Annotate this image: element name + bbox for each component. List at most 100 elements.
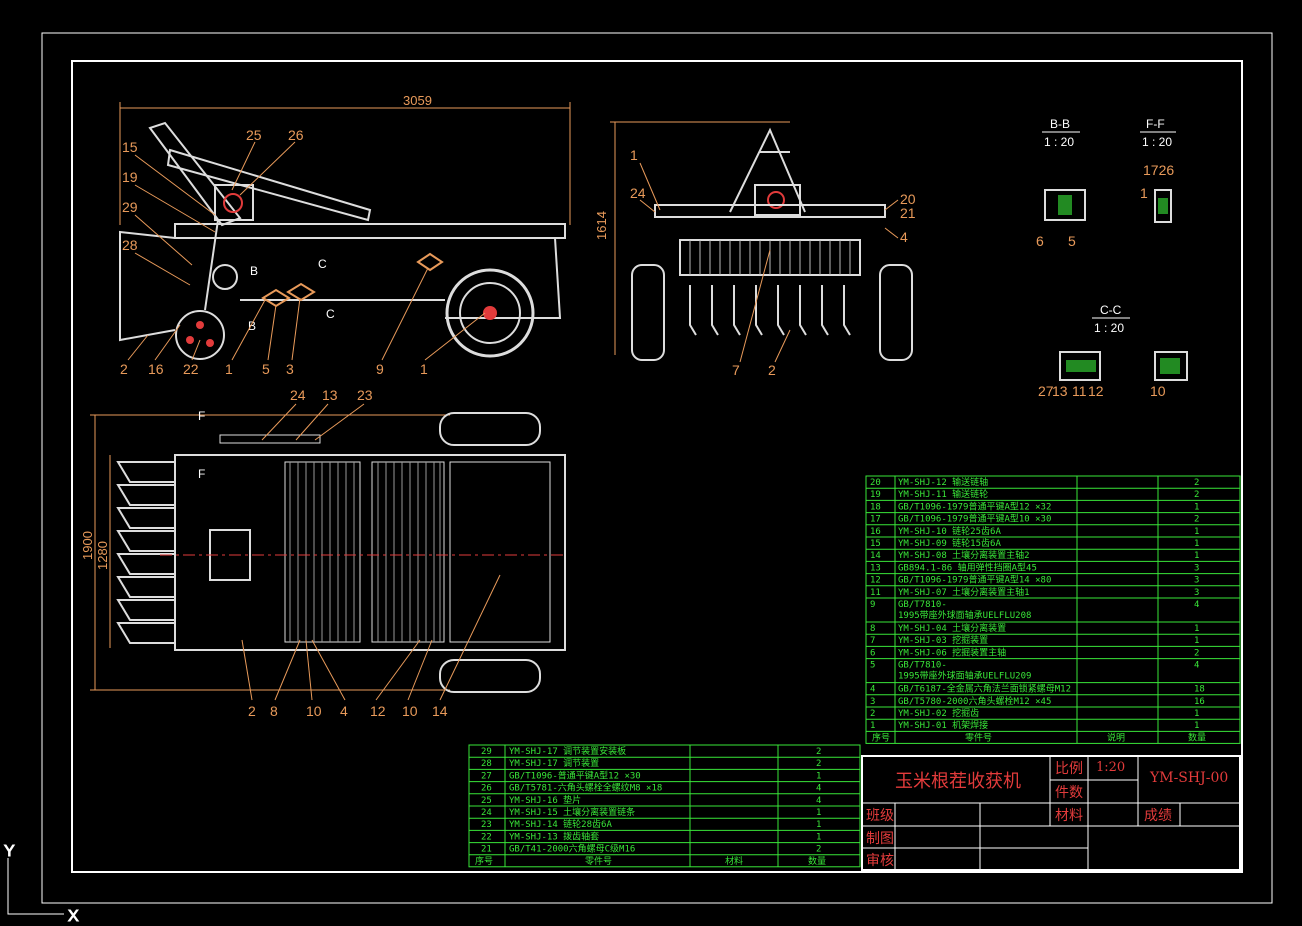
section-cc: C-C 1 : 20 27 13 11 12 10 <box>1038 303 1188 399</box>
bom-row-number: 13 <box>870 563 881 573</box>
bom-row-qty: 3 <box>1194 576 1199 586</box>
bom-row-number: 20 <box>870 478 881 488</box>
bom-row-number: 5 <box>870 661 875 671</box>
bom-row-number: 16 <box>870 527 881 537</box>
bom-row-part: 1995带座外球面轴承UELFLU208 <box>898 609 1031 621</box>
grade-label: 成绩 <box>1144 808 1172 824</box>
callout-top: 13 <box>322 387 338 403</box>
bom-row-qty: 1 <box>1194 551 1199 561</box>
bom-footer-desc: 说明 <box>1107 731 1125 743</box>
callout-bb: 6 <box>1036 233 1044 249</box>
bom-row-part: YM-SHJ-09 链轮15齿6A <box>898 537 1001 549</box>
bom-row-number: 7 <box>870 636 875 646</box>
bom-row-number: 18 <box>870 502 881 512</box>
bom-row-number: 4 <box>870 685 875 695</box>
drawn-label: 制图 <box>866 831 894 847</box>
callout-top: 24 <box>290 387 306 403</box>
bom-row-part: GB/T6187-全金属六角法兰面锁紧螺母M12 <box>898 683 1071 695</box>
bom-row-number: 9 <box>870 600 875 610</box>
bom-row-qty: 16 <box>1194 697 1205 707</box>
bom-row-qty: 2 <box>816 845 821 855</box>
section-ff-title: F-F <box>1146 117 1165 131</box>
material-label: 材料 <box>1055 808 1083 824</box>
callout-top: 8 <box>270 703 278 719</box>
bom-row-number: 29 <box>481 747 492 757</box>
arrow-f-top: F <box>198 409 205 423</box>
callout-top: 2 <box>248 703 256 719</box>
bom-row-number: 26 <box>481 784 492 794</box>
bom-row-part: YM-SHJ-12 输送链轴 <box>898 476 988 488</box>
callout-side: 16 <box>148 361 164 377</box>
callout-cc: 12 <box>1088 383 1104 399</box>
dim-width-outer: 1900 <box>80 531 95 560</box>
bom-row-qty: 1 <box>816 832 821 842</box>
bom-row-number: 17 <box>870 515 881 525</box>
bom-row-qty: 1 <box>816 771 821 781</box>
arrow-c-top: C <box>318 257 327 271</box>
bom-row-part: GB/T5781-六角头螺栓全螺纹M8 ×18 <box>509 782 662 794</box>
section-cc-title: C-C <box>1100 303 1122 317</box>
bom-row-qty: 2 <box>1194 648 1199 658</box>
bom-row-number: 3 <box>870 697 875 707</box>
top-view: 1900 1280 <box>80 387 566 719</box>
bom-row-part: YM-SHJ-16 垫片 <box>509 794 581 806</box>
callout-front: 2 <box>768 362 776 378</box>
callout-cc: 11 <box>1072 383 1087 399</box>
dim-length: 3059 <box>403 93 432 108</box>
callout-front: 4 <box>900 229 908 245</box>
section-bb-title: B-B <box>1050 117 1070 131</box>
bom-row-qty: 1 <box>1194 709 1199 719</box>
bom-footer-qty: 数量 <box>1188 731 1206 743</box>
bom-row-part: YM-SHJ-06 挖掘装置主轴 <box>898 646 1006 658</box>
drawing-title: 玉米根茬收获机 <box>895 771 1021 792</box>
bom-row-part: YM-SHJ-01 机架焊接 <box>898 719 988 731</box>
bom-row-number: 22 <box>481 832 492 842</box>
bom-footer-part: 零件号 <box>585 855 612 867</box>
callout-side: 9 <box>376 361 384 377</box>
ucs-x-label: X <box>68 908 79 925</box>
arrow-f-bottom: F <box>198 467 205 481</box>
bom-row-number: 14 <box>870 551 881 561</box>
callout-side: 19 <box>122 169 138 185</box>
callout-top: 10 <box>402 703 418 719</box>
bom-row-part: GB/T7810- <box>898 661 947 671</box>
bom-footer-number: 序号 <box>872 731 890 743</box>
bom-footer-qty: 数量 <box>808 855 826 867</box>
section-bb: B-B 1 : 20 6 5 <box>1036 117 1086 249</box>
bom-row-qty: 1 <box>1194 721 1199 731</box>
callout-top: 10 <box>306 703 322 719</box>
bom-row-number: 15 <box>870 539 881 549</box>
bom-row-part: GB/T7810- <box>898 600 947 610</box>
bom-row-part: YM-SHJ-13 拨齿轴套 <box>509 830 599 842</box>
dim-width-inner: 1280 <box>95 541 110 570</box>
callout-side: 28 <box>122 237 138 253</box>
bom-row-part: YM-SHJ-17 调节装置安装板 <box>509 745 626 757</box>
outer-border <box>41 32 1273 904</box>
bom-row-qty: 2 <box>816 759 821 769</box>
bom-row-number: 19 <box>870 490 881 500</box>
callout-top: 4 <box>340 703 348 719</box>
arrow-c-bottom: C <box>326 307 335 321</box>
bom-row-part: YM-SHJ-10 链轮25齿6A <box>898 525 1001 537</box>
callout-ff: 1 <box>1140 185 1148 201</box>
ucs-icon: Y X <box>4 843 80 926</box>
bom-row-part: YM-SHJ-08 土壤分离装置主轴2 <box>898 549 1030 561</box>
inner-border <box>71 60 1243 873</box>
bom-row-part: YM-SHJ-15 土壤分离装置链条 <box>509 806 635 818</box>
section-bb-scale: 1 : 20 <box>1044 135 1074 149</box>
section-ff: F-F 1 : 20 1726 1 <box>1140 117 1176 223</box>
bom-row-qty: 1 <box>1194 636 1199 646</box>
callout-front: 24 <box>630 185 646 201</box>
bom-row-number: 1 <box>870 721 875 731</box>
scale-label: 比例 <box>1055 761 1083 777</box>
callout-side: 25 <box>246 127 262 143</box>
callout-top: 14 <box>432 703 448 719</box>
bom-row-part: YM-SHJ-02 挖掘齿 <box>898 707 979 719</box>
title-block-text: 玉米根茬收获机 比例 1:20 件数 YM-SHJ-00 班级 材料 成绩 制图… <box>866 760 1228 869</box>
bom-row-qty: 3 <box>1194 588 1199 598</box>
bom-row-part: GB/T1096-普通平键A型12 ×30 <box>509 769 641 781</box>
bom-footer-number: 序号 <box>475 855 493 867</box>
callout-side: 1 <box>225 361 233 377</box>
bom-row-number: 12 <box>870 576 881 586</box>
